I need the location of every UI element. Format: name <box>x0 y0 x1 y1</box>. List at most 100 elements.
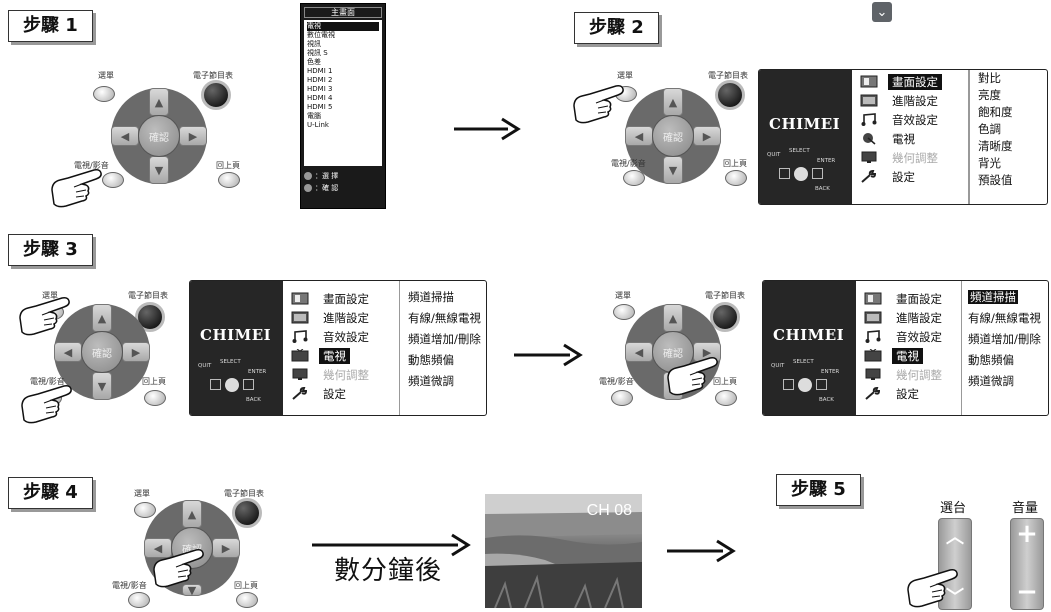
osd-menu-audio[interactable]: 音效設定 <box>864 327 961 346</box>
dpad-left[interactable]: ◀ <box>625 126 653 146</box>
menu-button[interactable] <box>613 304 635 320</box>
osd-sub-cable-air[interactable]: 有線/無線電視 <box>968 311 1041 325</box>
dpad-left[interactable]: ◀ <box>54 342 82 362</box>
osd-sub-fine-tune[interactable]: 頻道微調 <box>408 374 454 388</box>
source-item-ulink[interactable]: U-Link <box>307 121 329 129</box>
source-item-hdmi3[interactable]: HDMI 3 <box>307 85 333 93</box>
dpad-up[interactable]: ▲ <box>92 304 112 332</box>
advanced-settings-icon <box>864 311 882 324</box>
osd-sub-saturation[interactable]: 飽和度 <box>978 105 1013 119</box>
tv-av-button[interactable] <box>611 390 633 406</box>
back-button[interactable] <box>144 390 166 406</box>
dpad-enter-button[interactable]: 確認 <box>138 115 180 157</box>
dpad-up[interactable]: ▲ <box>663 88 683 116</box>
dpad-up[interactable]: ▲ <box>663 304 683 332</box>
dpad-right[interactable]: ▶ <box>122 342 150 362</box>
chimei-logo: CHIMEI <box>200 326 272 344</box>
osd-menu-setup[interactable]: 設定 <box>860 167 968 186</box>
epg-button[interactable] <box>710 302 740 332</box>
osd-menu-tv[interactable]: 電視 <box>860 129 968 148</box>
tv-av-button[interactable] <box>128 592 150 608</box>
back-button[interactable] <box>218 172 240 188</box>
dpad-down[interactable]: ▼ <box>663 156 683 184</box>
dpad-right[interactable]: ▶ <box>179 126 207 146</box>
osd-sub-cable-air[interactable]: 有線/無線電視 <box>408 311 481 325</box>
dpad-right[interactable]: ▶ <box>693 126 721 146</box>
source-item-hdmi5[interactable]: HDMI 5 <box>307 103 333 111</box>
dpad-left[interactable]: ◀ <box>144 538 172 558</box>
osd-sub-backlight[interactable]: 背光 <box>978 156 1001 170</box>
menu-button[interactable] <box>93 86 115 102</box>
dpad-up[interactable]: ▲ <box>149 88 169 116</box>
osd-sub-add-delete[interactable]: 頻道增加/刪除 <box>408 332 481 346</box>
osd-picture-submenu: 對比 亮度 飽和度 色調 清晰度 背光 預設值 <box>969 70 1013 204</box>
back-button[interactable] <box>725 170 747 186</box>
osd-menu-geometry[interactable]: 幾何調整 <box>864 365 961 384</box>
osd-sub-reset[interactable]: 預設值 <box>978 173 1013 187</box>
source-item-hdmi1[interactable]: HDMI 1 <box>307 67 333 75</box>
source-item-hdmi2[interactable]: HDMI 2 <box>307 76 333 84</box>
osd-sub-sharpness[interactable]: 清晰度 <box>978 139 1013 153</box>
osd-sub-contrast[interactable]: 對比 <box>978 71 1001 85</box>
source-item-dtv[interactable]: 數位電視 <box>307 31 335 39</box>
osd-menu-geometry[interactable]: 幾何調整 <box>291 365 399 384</box>
epg-button[interactable] <box>201 80 231 110</box>
osd-menu-tv[interactable]: 電視 <box>864 346 961 365</box>
source-item-tv[interactable]: 電視 <box>307 22 379 31</box>
source-item-pc[interactable]: 電腦 <box>307 112 321 120</box>
source-item-svideo[interactable]: 視訊 S <box>307 49 328 57</box>
osd-sub-fine-tune[interactable]: 頻道微調 <box>968 374 1014 388</box>
osd-sub-add-delete[interactable]: 頻道增加/刪除 <box>968 332 1041 346</box>
dpad-down[interactable]: ▼ <box>182 584 202 597</box>
osd-menu-tv[interactable]: 電視 <box>291 346 399 365</box>
osd-menu-setup[interactable]: 設定 <box>864 384 961 403</box>
osd-menu-setup[interactable]: 設定 <box>291 384 399 403</box>
osd-menu-picture[interactable]: 畫面設定 <box>291 289 399 308</box>
back-button[interactable] <box>715 390 737 406</box>
dpad-right[interactable]: ▶ <box>212 538 240 558</box>
dpad-enter-button[interactable]: 確認 <box>81 331 123 373</box>
dpad-enter-button[interactable]: 確認 <box>652 115 694 157</box>
osd-sub-dynamic-offset[interactable]: 動態頻偏 <box>408 353 454 367</box>
monitor-icon <box>861 151 877 163</box>
osd-sub-channel-scan[interactable]: 頻道掃描 <box>408 290 454 304</box>
channel-down-button[interactable]: ﹀ <box>946 587 964 608</box>
expand-icon[interactable]: ⌄ <box>872 2 892 22</box>
osd-sub-hue[interactable]: 色調 <box>978 122 1001 136</box>
source-item-hdmi4[interactable]: HDMI 4 <box>307 94 333 102</box>
volume-down-button[interactable]: − <box>1016 577 1038 607</box>
menu-button[interactable] <box>134 502 156 518</box>
menu-button-label: 選單 <box>134 489 150 498</box>
epg-button[interactable] <box>232 498 262 528</box>
channel-rocker[interactable]: ︿ ﹀ <box>938 518 972 610</box>
dpad-left[interactable]: ◀ <box>111 126 139 146</box>
osd-sub-channel-scan[interactable]: 頻道掃描 <box>968 290 1018 304</box>
osd-menu-advanced[interactable]: 進階設定 <box>291 308 399 327</box>
dpad-up[interactable]: ▲ <box>182 500 202 528</box>
osd-menu-audio[interactable]: 音效設定 <box>291 327 399 346</box>
dpad-down[interactable]: ▼ <box>92 372 112 400</box>
source-item-component[interactable]: 色差 <box>307 58 321 66</box>
osd-menu-picture[interactable]: 畫面設定 <box>864 289 961 308</box>
osd-menu-advanced[interactable]: 進階設定 <box>864 308 961 327</box>
osd-menu-picture[interactable]: 畫面設定 <box>860 72 968 91</box>
picture-settings-icon <box>860 75 878 88</box>
dpad-down[interactable]: ▼ <box>149 156 169 184</box>
dpad-left[interactable]: ◀ <box>625 342 653 362</box>
back-button[interactable] <box>236 592 258 608</box>
epg-button[interactable] <box>715 80 745 110</box>
osd-sub-dynamic-offset[interactable]: 動態頻偏 <box>968 353 1014 367</box>
osd-brand-panel: CHIMEI QUIT SELECT ENTER BACK <box>763 281 856 415</box>
tv-av-button[interactable] <box>623 170 645 186</box>
osd-menu-geometry[interactable]: 幾何調整 <box>860 148 968 167</box>
select-label: SELECT <box>793 359 814 365</box>
volume-up-button[interactable]: + <box>1016 519 1038 549</box>
tv-av-button[interactable] <box>102 172 124 188</box>
channel-up-button[interactable]: ︿ <box>946 527 964 548</box>
osd-sub-brightness[interactable]: 亮度 <box>978 88 1001 102</box>
source-item-video[interactable]: 視訊 <box>307 40 321 48</box>
osd-menu-advanced[interactable]: 進階設定 <box>860 91 968 110</box>
epg-button-label: 電子節目表 <box>224 489 264 498</box>
osd-menu-audio[interactable]: 音效設定 <box>860 110 968 129</box>
volume-rocker[interactable]: + − <box>1010 518 1044 610</box>
